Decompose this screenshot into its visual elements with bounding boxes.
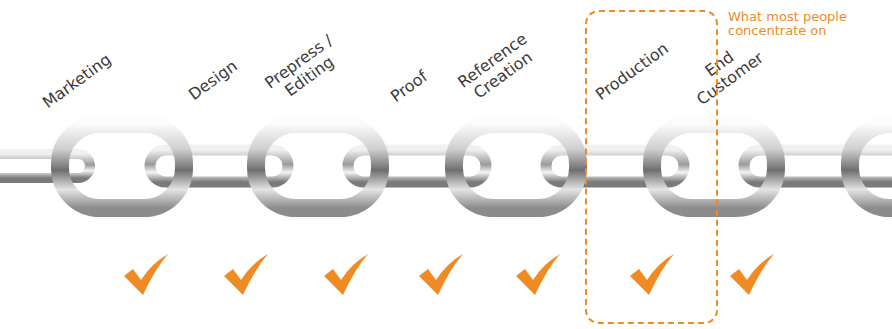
check-mark [516,254,560,295]
chain-link [454,124,578,208]
focus-box: What most people concentrate onProductio… [585,10,718,324]
chain-link [150,150,288,182]
check-mark [324,254,368,295]
callout-note: What most people concentrate on [728,10,858,38]
chain-link [850,124,892,208]
chain-link [348,150,486,182]
stage-label: Marketing [39,51,114,112]
check-mark [124,254,168,295]
stage-label: Production [592,39,671,104]
check-mark [630,254,674,295]
stage-label: End Customer [679,31,771,112]
stage-label: Prepress / Editing [255,26,354,112]
check-mark [730,254,774,295]
stage-label: Proof [387,67,431,106]
stage-label: Reference Creation [447,24,549,112]
chain-link [256,124,380,208]
chain-link [0,154,90,178]
chain-link [652,124,776,208]
stage-label: Design [185,57,240,104]
check-mark [224,254,268,295]
chain-link [546,150,684,182]
chain-link [60,124,184,208]
check-mark [419,254,463,295]
